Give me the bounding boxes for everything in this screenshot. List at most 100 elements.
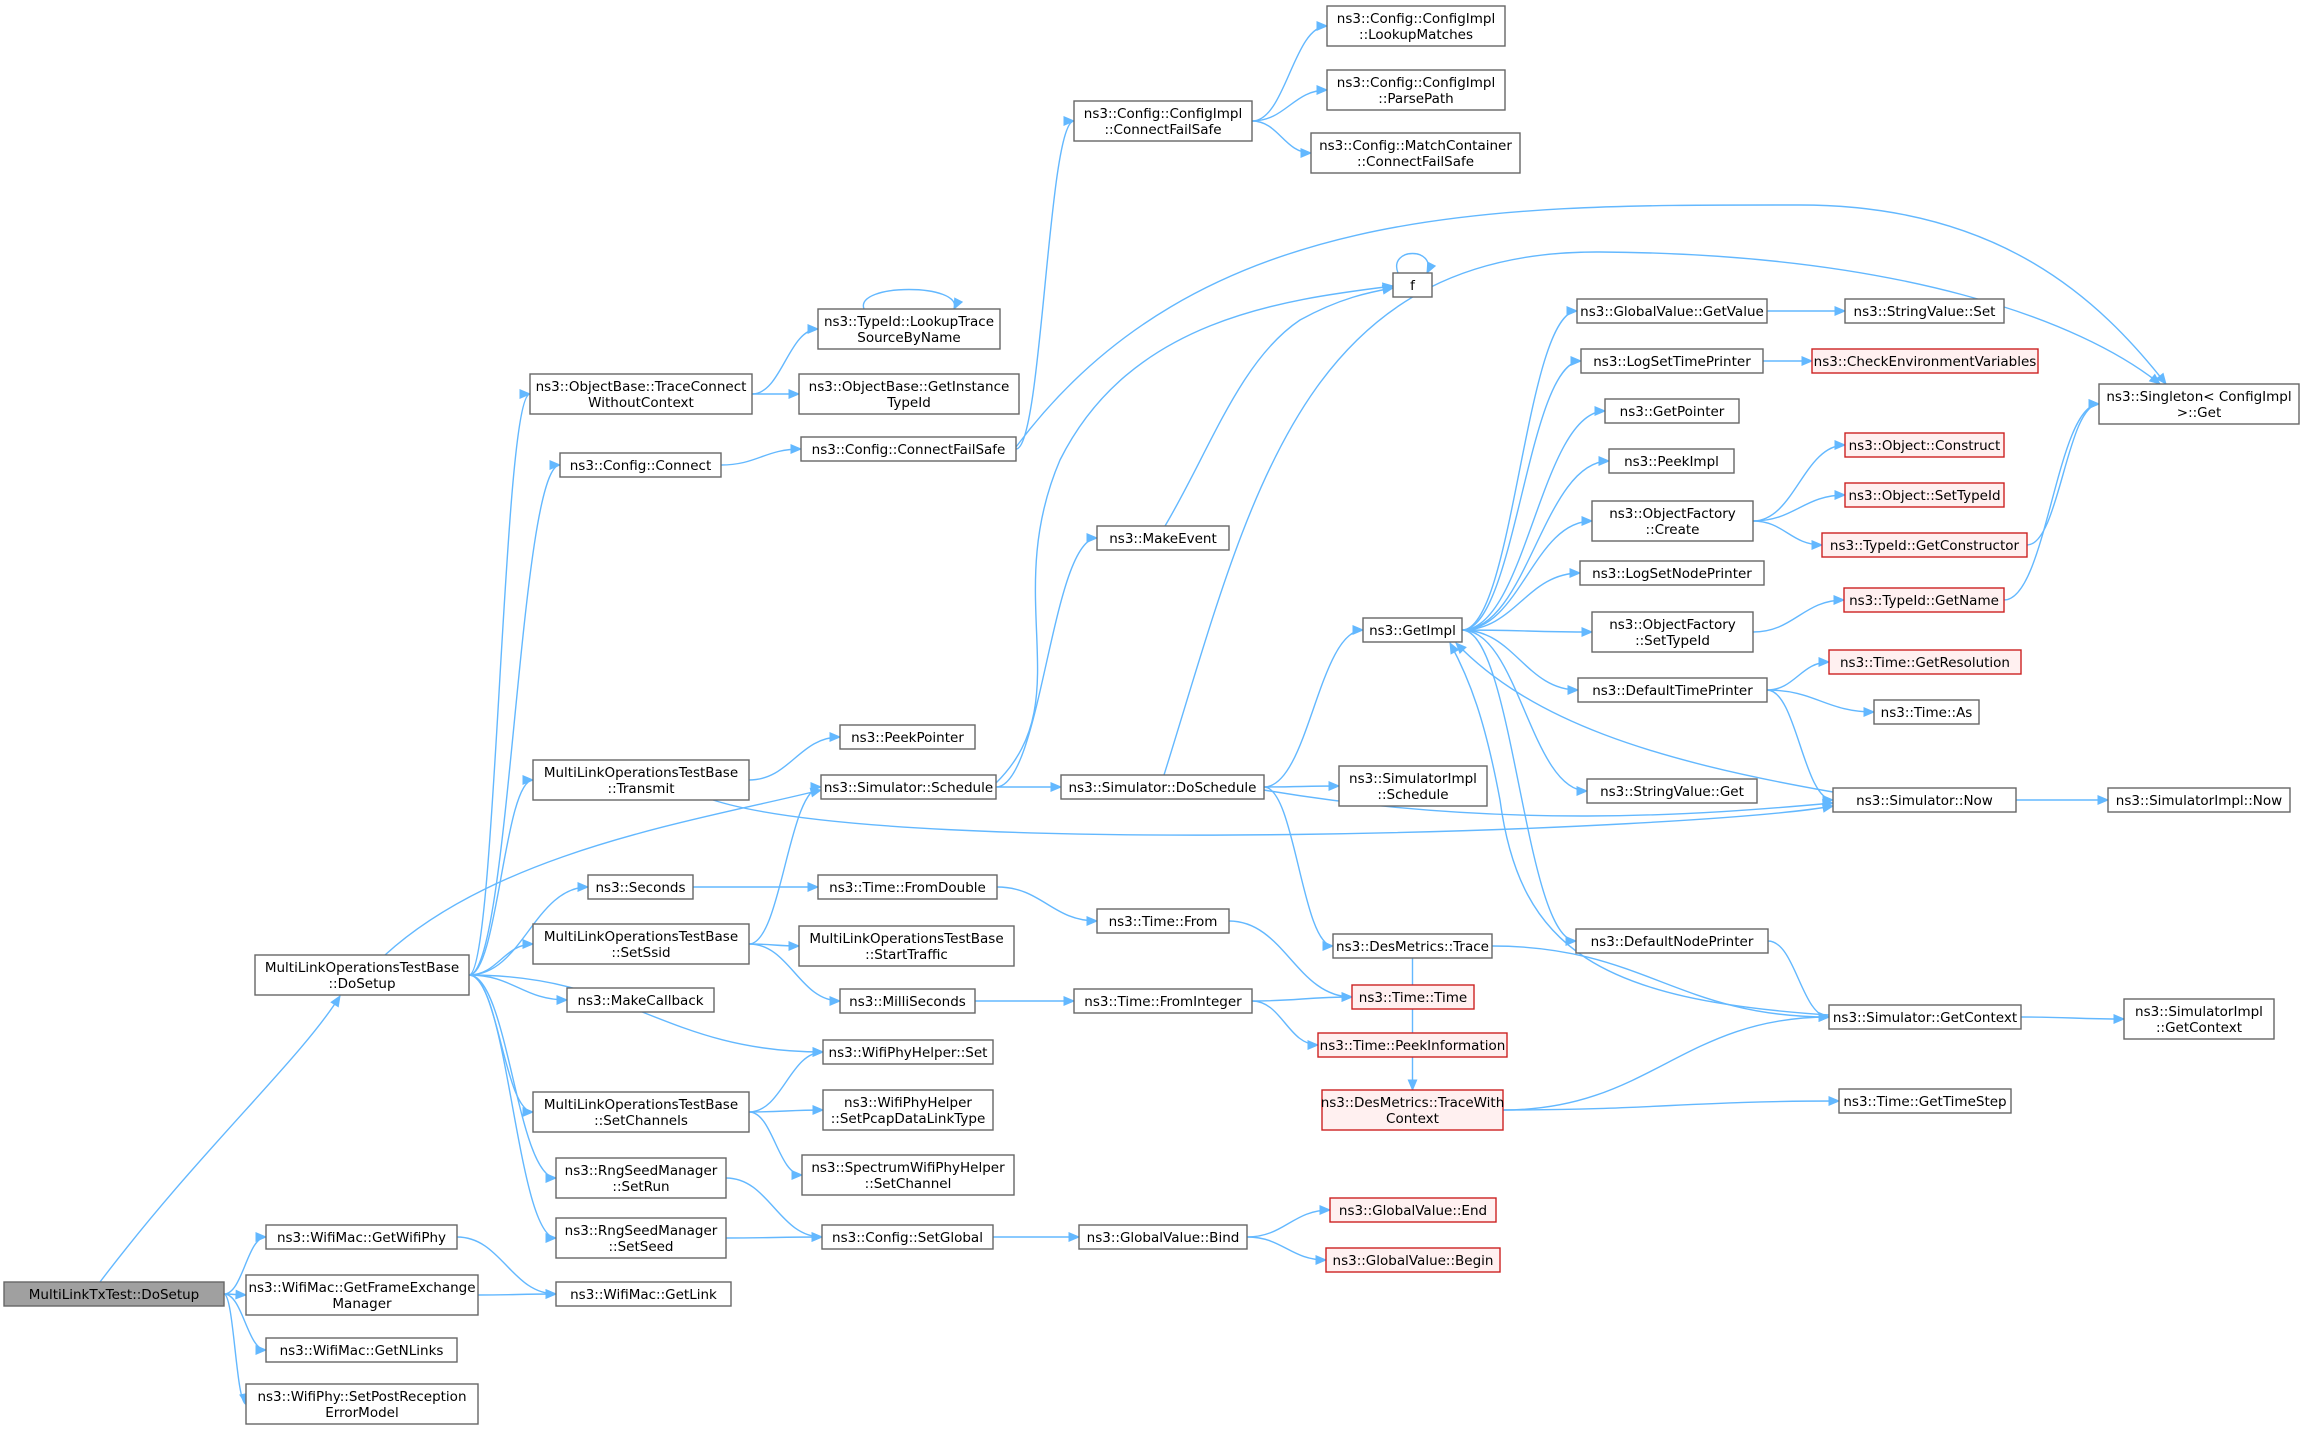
- node-box[interactable]: [1096, 908, 1230, 934]
- node-gvend[interactable]: ns3::GlobalValue::End: [1329, 1197, 1497, 1223]
- node-box[interactable]: [1580, 348, 1764, 374]
- node-defnodeprinter[interactable]: ns3::DefaultNodePrinter: [1575, 928, 1769, 954]
- node-getimpl[interactable]: ns3::GetImpl: [1362, 617, 1463, 643]
- node-box[interactable]: [1321, 1089, 1504, 1131]
- node-gvbind[interactable]: ns3::GlobalValue::Bind: [1078, 1224, 1248, 1250]
- node-simimplgetcontext[interactable]: ns3::SimulatorImpl::GetContext: [2123, 998, 2275, 1040]
- node-deftimeprinter[interactable]: ns3::DefaultTimePrinter: [1577, 677, 1768, 703]
- node-setrun[interactable]: ns3::RngSeedManager::SetRun: [555, 1157, 727, 1199]
- node-box[interactable]: [1326, 5, 1506, 47]
- node-box[interactable]: [2098, 383, 2300, 425]
- node-box[interactable]: [1844, 298, 2005, 324]
- node-box[interactable]: [1392, 272, 1433, 298]
- node-setchannel[interactable]: ns3::SpectrumWifiPhyHelper::SetChannel: [801, 1154, 1015, 1196]
- node-getlink[interactable]: ns3::WifiMac::GetLink: [555, 1281, 732, 1307]
- node-getconstructor[interactable]: ns3::TypeId::GetConstructor: [1821, 532, 2028, 558]
- node-peekimpl[interactable]: ns3::PeekImpl: [1608, 448, 1735, 474]
- node-implconnectfs[interactable]: ns3::Config::ConfigImpl::ConnectFailSafe: [1073, 100, 1253, 142]
- node-box[interactable]: [820, 774, 997, 800]
- node-setglobal[interactable]: ns3::Config::SetGlobal: [821, 1224, 994, 1250]
- node-simimplnow[interactable]: ns3::SimulatorImpl::Now: [2107, 787, 2291, 813]
- node-box[interactable]: [1577, 677, 1768, 703]
- node-box[interactable]: [245, 1383, 479, 1425]
- node-setssid[interactable]: MultiLinkOperationsTestBase::SetSsid: [532, 923, 750, 965]
- node-box[interactable]: [1078, 1224, 1248, 1250]
- node-box[interactable]: [817, 874, 998, 900]
- node-setpcap[interactable]: ns3::WifiPhyHelper::SetPcapDataLinkType: [822, 1089, 994, 1131]
- node-box[interactable]: [1326, 69, 1506, 111]
- node-box[interactable]: [1873, 699, 1980, 725]
- node-root[interactable]: MultiLinkTxTest::DoSetup: [3, 1281, 225, 1307]
- node-gvbegin[interactable]: ns3::GlobalValue::Begin: [1325, 1247, 1501, 1273]
- node-dosetup[interactable]: MultiLinkOperationsTestBase::DoSetup: [254, 954, 470, 996]
- node-box[interactable]: [2107, 787, 2291, 813]
- node-singletonget[interactable]: ns3::Singleton< ConfigImpl >::Get: [2098, 383, 2300, 425]
- node-timeas[interactable]: ns3::Time::As: [1873, 699, 1980, 725]
- node-box[interactable]: [1310, 132, 1521, 174]
- node-box[interactable]: [1332, 933, 1493, 959]
- node-box[interactable]: [1832, 787, 2017, 813]
- node-peekinfo[interactable]: ns3::Time::PeekInformation: [1317, 1032, 1508, 1058]
- node-box[interactable]: [1325, 1247, 1501, 1273]
- node-box[interactable]: [1338, 765, 1488, 807]
- node-physet[interactable]: ns3::WifiPhyHelper::Set: [822, 1039, 994, 1065]
- node-mcconnectfs[interactable]: ns3::Config::MatchContainer::ConnectFail…: [1310, 132, 1521, 174]
- node-checkenv[interactable]: ns3::CheckEnvironmentVariables: [1811, 348, 2039, 374]
- node-box[interactable]: [566, 987, 715, 1013]
- node-f[interactable]: f: [1392, 272, 1433, 298]
- node-box[interactable]: [1844, 482, 2005, 508]
- node-box[interactable]: [1362, 617, 1463, 643]
- node-typeidgetname[interactable]: ns3::TypeId::GetName: [1843, 587, 2005, 613]
- node-getpointer[interactable]: ns3::GetPointer: [1604, 398, 1740, 424]
- node-starttraffic[interactable]: MultiLinkOperationsTestBase::StartTraffi…: [798, 925, 1015, 967]
- node-ofsettypeid[interactable]: ns3::ObjectFactory::SetTypeId: [1591, 611, 1754, 653]
- node-box[interactable]: [1575, 928, 1769, 954]
- node-box[interactable]: [822, 1039, 994, 1065]
- node-box[interactable]: [1591, 500, 1754, 542]
- node-box[interactable]: [1821, 532, 2028, 558]
- node-desmtrace[interactable]: ns3::DesMetrics::Trace: [1332, 933, 1493, 959]
- node-box[interactable]: [798, 373, 1020, 415]
- node-strvalget[interactable]: ns3::StringValue::Get: [1586, 778, 1758, 804]
- node-box[interactable]: [1096, 525, 1230, 551]
- node-makecallback[interactable]: ns3::MakeCallback: [566, 987, 715, 1013]
- node-setchannels[interactable]: MultiLinkOperationsTestBase::SetChannels: [532, 1091, 750, 1133]
- node-box[interactable]: [555, 1281, 732, 1307]
- node-box[interactable]: [555, 1157, 727, 1199]
- node-logsettime[interactable]: ns3::LogSetTimePrinter: [1580, 348, 1764, 374]
- node-box[interactable]: [1838, 1088, 2012, 1114]
- node-cfgconnect[interactable]: ns3::Config::Connect: [559, 452, 722, 478]
- node-box[interactable]: [1811, 348, 2039, 374]
- node-box[interactable]: [798, 925, 1015, 967]
- node-box[interactable]: [1317, 1032, 1508, 1058]
- node-box[interactable]: [1329, 1197, 1497, 1223]
- node-box[interactable]: [532, 1091, 750, 1133]
- node-box[interactable]: [265, 1224, 458, 1250]
- node-box[interactable]: [265, 1337, 458, 1363]
- node-peekpointer[interactable]: ns3::PeekPointer: [839, 724, 976, 750]
- node-box[interactable]: [821, 1224, 994, 1250]
- node-box[interactable]: [817, 308, 1001, 350]
- node-box[interactable]: [1579, 560, 1765, 586]
- node-box[interactable]: [245, 1274, 479, 1316]
- node-box[interactable]: [1591, 611, 1754, 653]
- node-gettimestep[interactable]: ns3::Time::GetTimeStep: [1838, 1088, 2012, 1114]
- node-box[interactable]: [1586, 778, 1758, 804]
- node-box[interactable]: [1060, 774, 1265, 800]
- node-box[interactable]: [1828, 649, 2022, 675]
- node-box[interactable]: [3, 1281, 225, 1307]
- node-transmit[interactable]: MultiLinkOperationsTestBase::Transmit: [532, 759, 750, 801]
- node-lookupmatches[interactable]: ns3::Config::ConfigImpl::LookupMatches: [1326, 5, 1506, 47]
- node-cfgconnectfs[interactable]: ns3::Config::ConnectFailSafe: [800, 436, 1017, 462]
- node-box[interactable]: [1073, 988, 1253, 1014]
- node-box[interactable]: [1576, 298, 1768, 324]
- node-box[interactable]: [1351, 984, 1475, 1010]
- node-setseed[interactable]: ns3::RngSeedManager::SetSeed: [555, 1217, 727, 1259]
- node-box[interactable]: [1608, 448, 1735, 474]
- node-objsettypeid[interactable]: ns3::Object::SetTypeId: [1844, 482, 2005, 508]
- node-box[interactable]: [800, 436, 1017, 462]
- node-timetime[interactable]: ns3::Time::Time: [1351, 984, 1475, 1010]
- node-simimplschedule[interactable]: ns3::SimulatorImpl::Schedule: [1338, 765, 1488, 807]
